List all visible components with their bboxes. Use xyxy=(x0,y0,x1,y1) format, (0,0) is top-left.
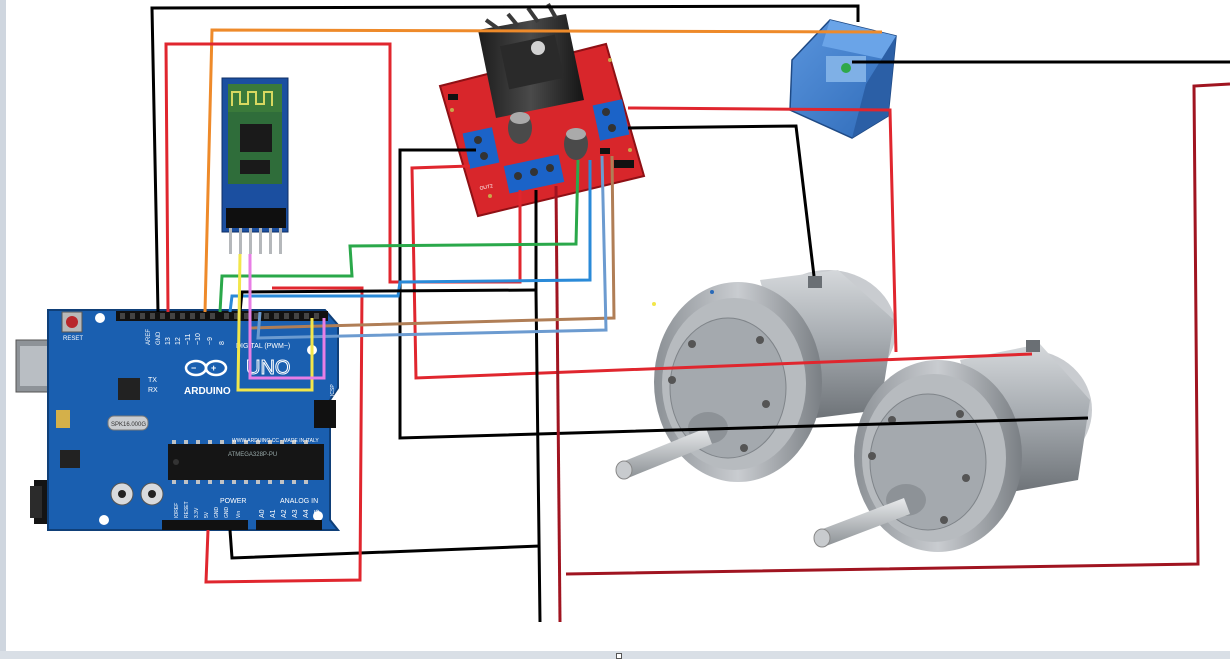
wire-light-blue xyxy=(256,155,608,340)
analog-label: ANALOG IN xyxy=(280,498,318,505)
power-pin-label: 5V xyxy=(204,511,210,518)
pin-label: ~10 xyxy=(195,333,202,345)
pwm-label: DIGITAL (PWM~) xyxy=(236,343,290,350)
wire-green xyxy=(218,159,580,313)
atmega-chip xyxy=(168,444,324,480)
pin-label: 12 xyxy=(175,337,182,345)
wire-pink xyxy=(248,254,326,380)
analog-pin-label: A5 xyxy=(314,509,321,518)
crystal xyxy=(107,415,149,431)
wire-red xyxy=(164,42,522,313)
pin-label: 8 xyxy=(219,341,226,345)
wire-black xyxy=(398,148,1089,440)
power-pin-label: GND xyxy=(224,507,230,519)
window-bottom-edge xyxy=(0,651,1230,659)
svg-text:+: + xyxy=(211,363,216,373)
analog-pin-label: A3 xyxy=(292,509,299,518)
wire-black xyxy=(534,190,542,623)
crystal-label: SPK16.000G xyxy=(111,422,146,428)
analog-pin-label: A1 xyxy=(270,509,277,518)
dc-gear-motor-1 xyxy=(615,270,896,482)
gnd-label: GND xyxy=(156,331,162,345)
pin-label: ~9 xyxy=(207,337,214,345)
bluetooth-module xyxy=(221,77,289,254)
analog-pin-label: A4 xyxy=(303,509,310,518)
analog-pin-label: A0 xyxy=(259,509,266,518)
power-pin-label: RESET xyxy=(184,501,190,518)
arduino-uno-board: RESET AREF GND 13 12 ~11 ~10 ~9 8 DIGITA… xyxy=(15,309,341,531)
wire-red xyxy=(204,286,364,584)
digital-header xyxy=(116,311,328,321)
out-terminal-right xyxy=(592,99,630,141)
wire-black xyxy=(228,529,541,560)
power-pin-label: 3.3V xyxy=(194,507,200,518)
wires xyxy=(150,4,1230,623)
motor-shaft xyxy=(820,498,910,546)
motor-driver-board: OUT2 xyxy=(438,3,646,218)
wire-yellow xyxy=(236,253,314,392)
analog-pin-label: A2 xyxy=(281,509,288,518)
pin-label: 13 xyxy=(165,337,172,345)
wire-blue xyxy=(228,160,592,313)
power-pin-label: IOREF xyxy=(174,503,180,518)
chip-label: ATMEGA328P-PU xyxy=(228,452,277,458)
bt-chip xyxy=(240,124,272,152)
rx-label: RX xyxy=(148,387,158,394)
model-label: UNO xyxy=(246,357,290,379)
wire-dark-red xyxy=(554,185,562,623)
relay-module xyxy=(789,19,897,139)
power-pin-label: Vin xyxy=(236,511,242,518)
pin-label: ~11 xyxy=(185,334,192,345)
wire-red xyxy=(627,106,898,353)
arduino-logo: − + xyxy=(184,359,228,377)
out-label: OUT2 xyxy=(479,183,494,192)
wire-black xyxy=(627,124,816,277)
wire-black xyxy=(150,4,860,313)
svg-text:−: − xyxy=(191,363,196,373)
window-left-edge xyxy=(0,0,6,659)
aref-label: AREF xyxy=(146,329,152,345)
icsp-header xyxy=(314,400,336,428)
wire-orange xyxy=(203,28,883,313)
motor-shaft xyxy=(622,428,712,478)
power-header xyxy=(162,520,248,530)
usb-chip xyxy=(118,378,140,400)
wire-red xyxy=(410,164,1033,380)
power-label: POWER xyxy=(220,498,246,505)
wire-dark-red xyxy=(565,82,1230,576)
brand-label: ARDUINO xyxy=(184,386,231,397)
reset-label: RESET xyxy=(63,336,83,342)
wire-black xyxy=(238,288,537,313)
tx-label: TX xyxy=(148,377,157,384)
resize-handle[interactable] xyxy=(616,653,622,659)
power-pin-label: GND xyxy=(214,507,220,519)
icsp-label: ICSP xyxy=(330,384,336,396)
analog-header xyxy=(256,520,322,530)
out-terminal-left xyxy=(462,127,500,169)
website-label: WWW.ARDUINO.CC - MADE IN ITALY xyxy=(232,438,319,444)
